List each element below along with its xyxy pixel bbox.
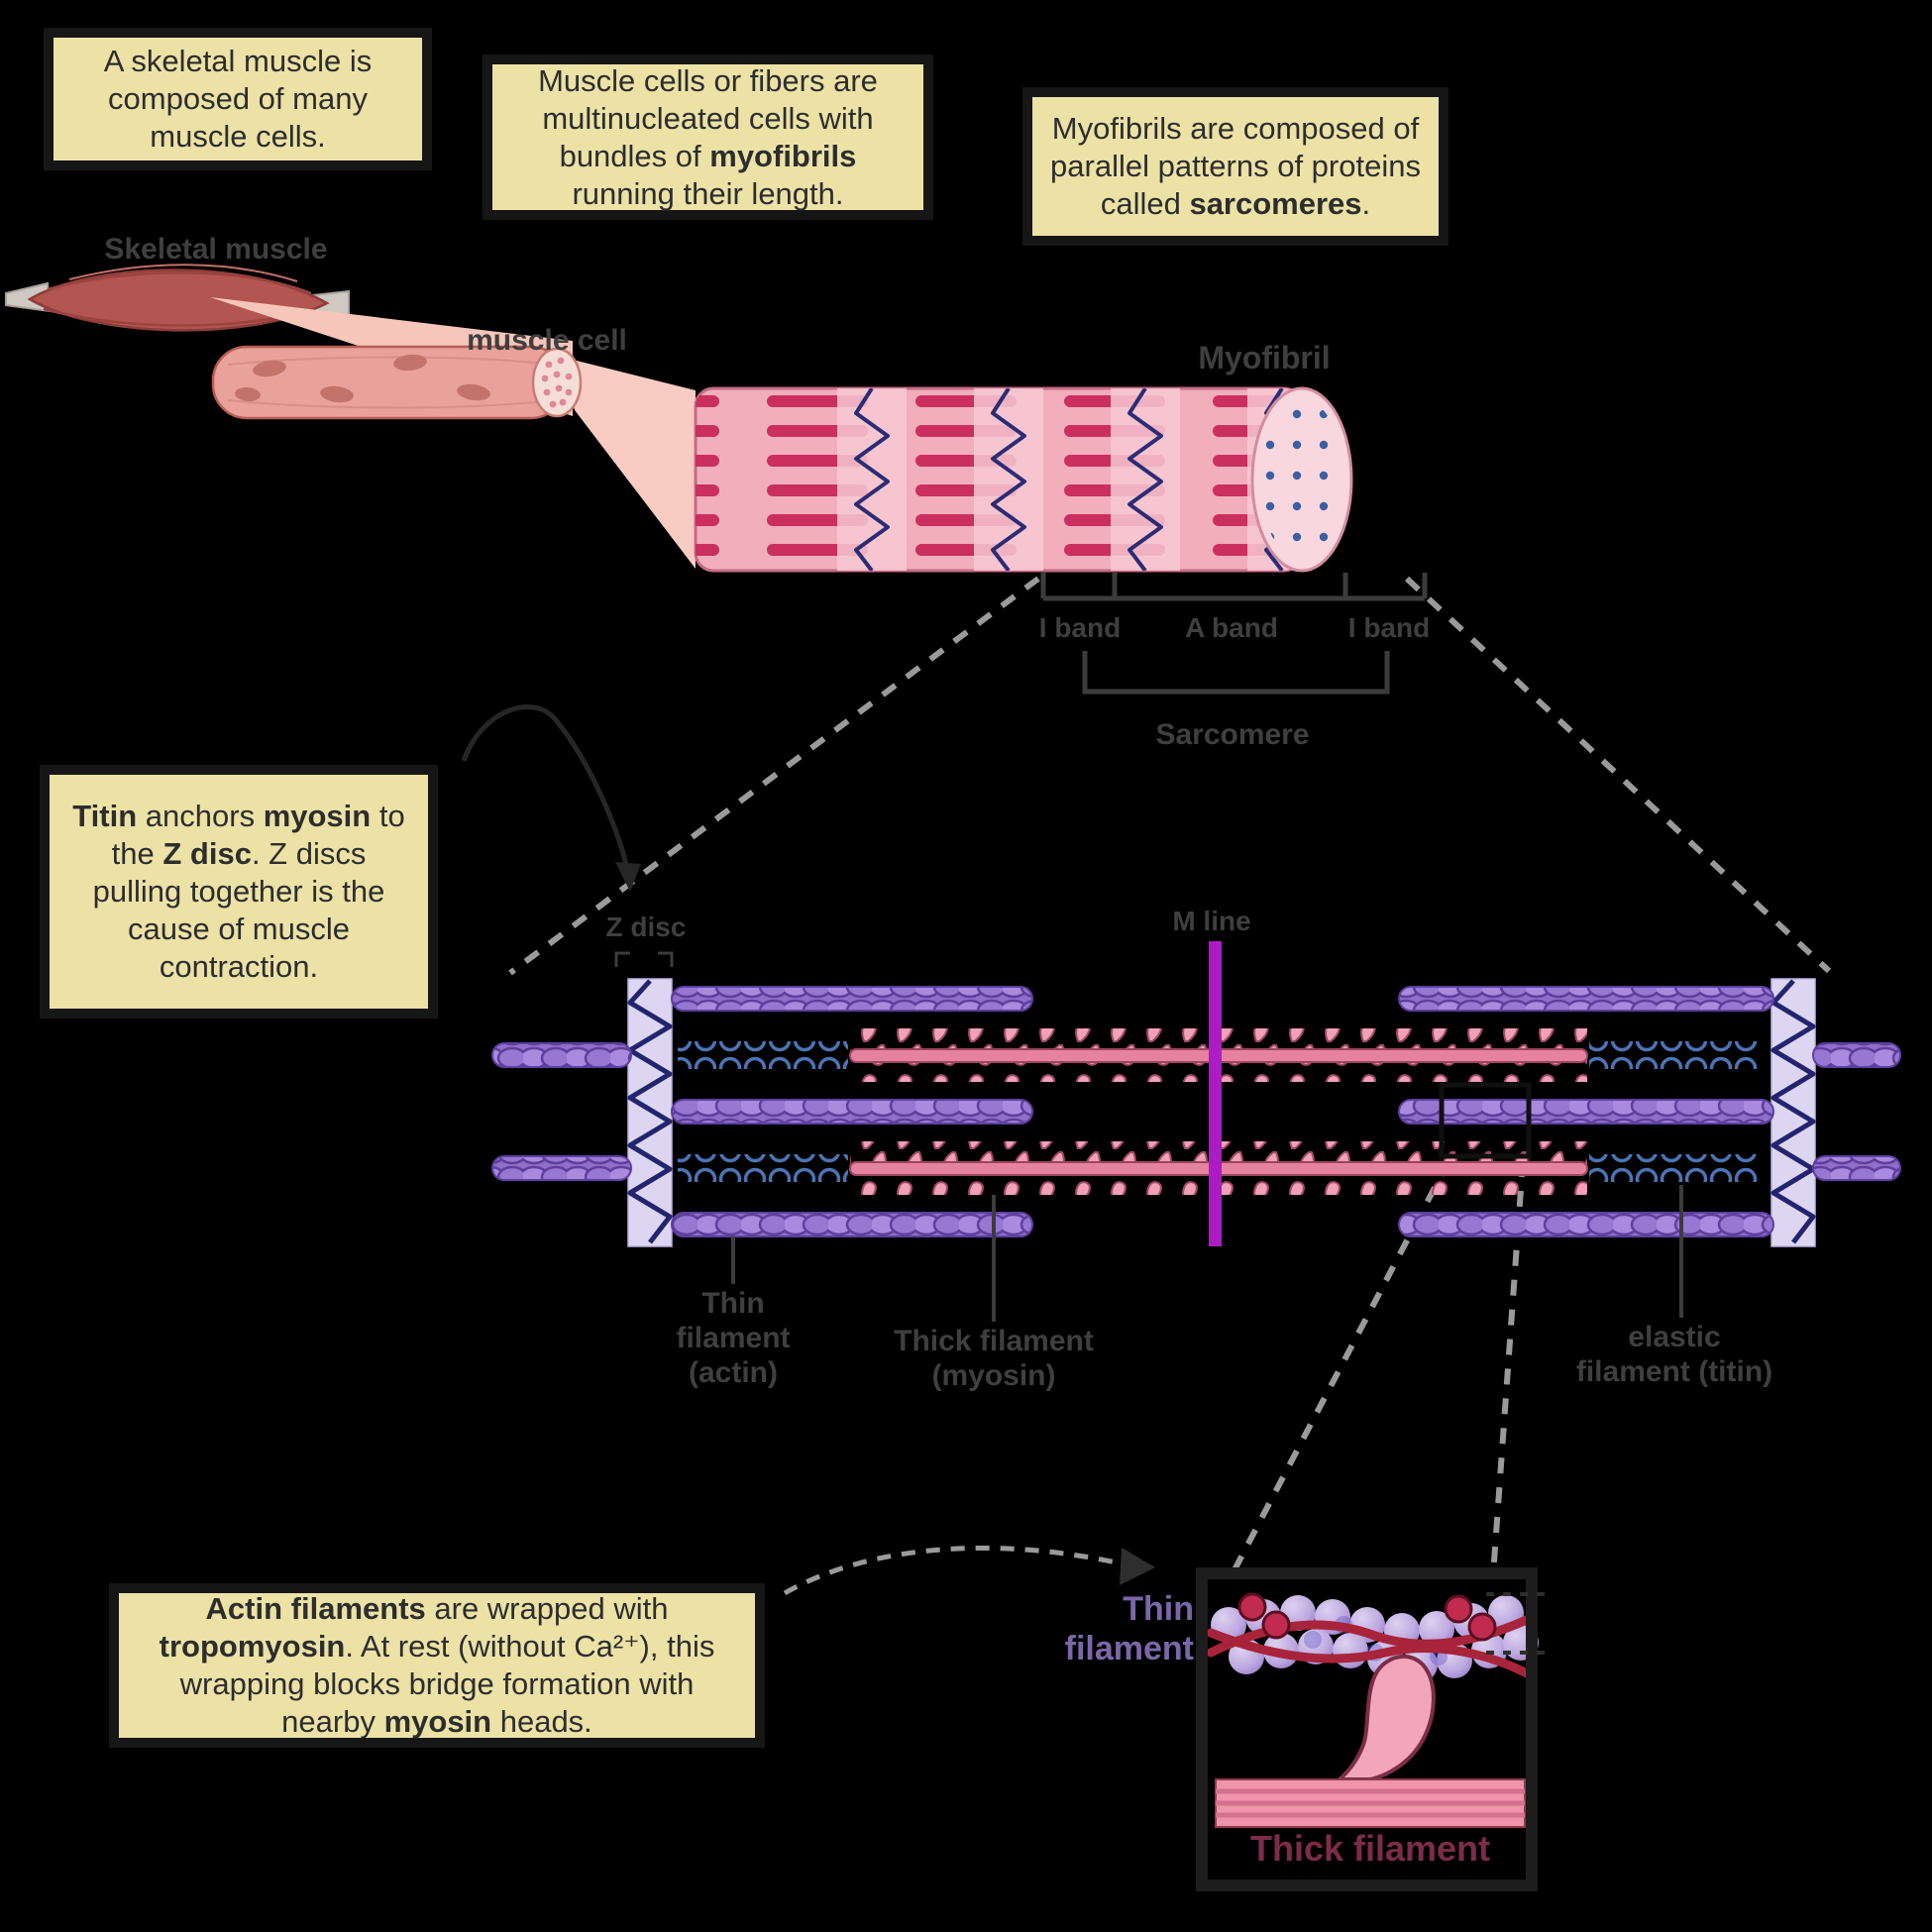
skeletal-muscle-illustration [5,264,350,332]
z-line-zigzag [854,388,890,571]
zoom-source-rect [1439,1082,1532,1159]
actin-note-arrow [783,1545,1155,1596]
thick-filament-band [1215,1778,1526,1828]
note-actin: Actin filaments are wrapped with tropomy… [109,1583,765,1748]
note-titin: Titin anchors myosin to the Z disc. Z di… [40,765,438,1019]
label-sarcomere: Sarcomere [1155,718,1310,751]
note-muscle-fibers: Muscle cells or fibers are multinucleate… [483,54,933,220]
note-myofibrils: Myofibrils are composed of parallel patt… [1022,87,1449,246]
label-a-band: A band [1185,612,1278,643]
filament-label-leaders [731,1185,1683,1322]
label-thick-filament: Thick filament (myosin) [894,1325,1094,1392]
thin-filaments-actin [491,986,1901,1237]
z-disc-label-ticks [614,951,674,967]
inset-border [1196,1567,1538,1891]
band-brackets [1040,573,1428,695]
note-skeletal-muscle-text: A skeletal muscle is composed of many mu… [103,44,373,154]
label-i-band-left: I band [1038,612,1122,643]
label-inset-thin-filament: Thin filament [1064,1590,1194,1667]
note-titin-text: Titin anchors myosin to the Z disc. Z di… [72,799,405,984]
label-muscle-cell: muscle cell [467,324,627,357]
myosin-head [1334,1654,1436,1781]
label-myofibril: Myofibril [1198,340,1331,376]
sarcomere-bracket [1082,651,1390,695]
note-myofibrils-text: Myofibrils are composed of parallel patt… [1050,111,1421,221]
muscle-cell-illustration [210,297,696,569]
note-skeletal-muscle: A skeletal muscle is composed of many mu… [44,28,432,170]
sarcomere-illustration [491,941,1901,1322]
label-skeletal-muscle: Skeletal muscle [104,233,328,266]
label-elastic-filament: elastic filament (titin) [1575,1321,1773,1388]
note-actin-text: Actin filaments are wrapped with tropomy… [159,1591,715,1739]
troponin-beads [1237,1592,1497,1642]
myofibril-cylinder-illustration [694,386,1353,573]
titin-coils [678,1041,1760,1182]
actin-zoom-inset [1196,1567,1548,1891]
inset-leader-dashes [1486,1592,1548,1655]
zoom-fan-cell-to-myofibril [561,357,696,569]
note-muscle-fibers-text: Muscle cells or fibers are multinucleate… [538,62,878,211]
label-inset-thick-filament: Thick filament [1249,1828,1491,1869]
z-line-zigzag [1127,388,1163,571]
label-thin-filament: Thin filament (actin) [676,1287,791,1389]
titin-note-arrow [461,704,674,967]
m-line-bar [1209,941,1222,1246]
label-z-disc: Z disc [605,912,687,942]
label-i-band-right: I band [1347,612,1431,643]
z-line-zigzag [991,388,1026,571]
label-m-line: M line [1172,906,1251,936]
